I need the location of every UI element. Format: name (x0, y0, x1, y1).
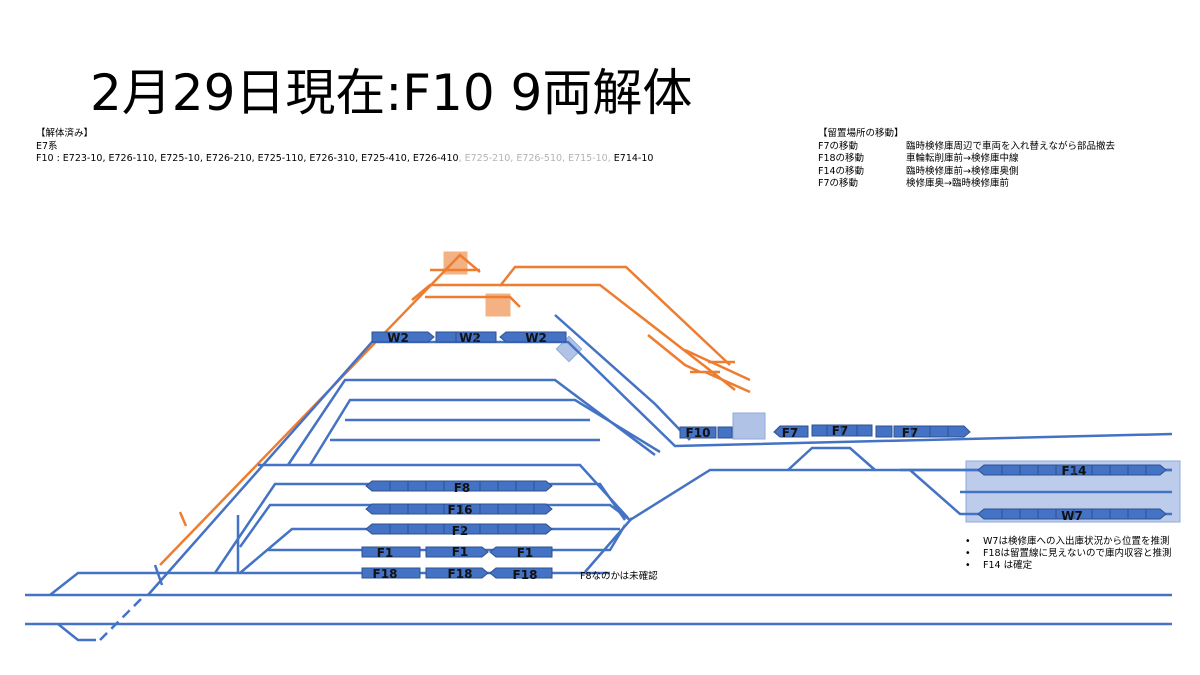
train-label: F10 (686, 426, 711, 440)
scrapped-cars-pending: , E725-210, E726-510, E715-10, (458, 153, 611, 164)
train-label: F1 (517, 546, 534, 560)
orange-highlight-box (485, 293, 511, 317)
train-label: F7 (832, 424, 849, 438)
blue-tracks (25, 314, 1173, 642)
move-desc: 車輪転削庫前→検修庫中線 (906, 153, 1019, 164)
train-label: F18 (513, 568, 538, 582)
move-train: F14の移動 (818, 165, 865, 177)
note-item: •F18は留置線に見えないので庫内収容と推測 (965, 548, 1172, 559)
train-label: F7 (902, 426, 919, 440)
train-f8: F8 (365, 480, 553, 495)
move-item: F14の移動 臨時検修庫前→検修庫奥側 (818, 166, 1115, 179)
train-f2: F2 (365, 523, 553, 538)
note-item: •F14 は確定 (965, 560, 1033, 571)
move-notes: 【留置場所の移動】 F7の移動 臨時検修庫周辺で車両を入れ替えながら部品撤去 F1… (818, 128, 1115, 191)
scrapped-heading: 【解体済み】 (36, 128, 94, 139)
train-label: F7 (782, 426, 799, 440)
train-f10: F10 (679, 426, 733, 440)
assumption-notes: •W7は検修庫への入出庫状況から位置を推測 •F18は留置線に見えないので庫内収… (965, 536, 1172, 572)
train-label: F1 (377, 546, 394, 560)
move-heading: 【留置場所の移動】 (818, 128, 904, 139)
train-f18-b: F18 (425, 567, 489, 581)
move-item: F18の移動 車輪転削庫前→検修庫中線 (818, 153, 1115, 166)
train-label: W7 (1061, 509, 1083, 523)
train-f7-c: F7 (875, 425, 971, 440)
train-label: F18 (448, 567, 473, 581)
note-text: F18は留置線に見えないので庫内収容と推測 (983, 548, 1172, 559)
f8-note: F8なのかは未確認 (580, 570, 658, 582)
train-label: F18 (373, 567, 398, 581)
move-train: F18の移動 (818, 153, 865, 164)
scrapped-car-list: F10 : E723-10, E726-110, E725-10, E726-2… (36, 153, 653, 166)
scrapped-prefix: F10 : (36, 153, 63, 164)
train-label: F2 (452, 524, 469, 538)
move-desc: 臨時検修庫前→検修庫奥側 (906, 165, 1019, 177)
train-f16: F16 (365, 503, 553, 517)
scrapped-series: E7系 (36, 140, 58, 152)
train-f1-a: F1 (361, 546, 421, 560)
train-f18-c: F18 (489, 567, 553, 582)
scrapped-cars-done: E723-10, E726-110, E725-10, E726-210, E7… (62, 153, 459, 164)
note-item: •W7は検修庫への入出庫状況から位置を推測 (965, 536, 1170, 547)
move-item: F7の移動 検修庫奥→臨時検修庫前 (818, 178, 1115, 191)
scrapped-notes: 【解体済み】 E7系 F10 : E723-10, E726-110, E725… (36, 128, 653, 166)
note-text: W7は検修庫への入出庫状況から位置を推測 (983, 536, 1170, 547)
train-label: W2 (387, 331, 409, 345)
train-label: W2 (525, 331, 547, 345)
train-f18-a: F18 (361, 567, 421, 581)
train-label: F1 (452, 545, 469, 559)
move-train: F7の移動 (818, 178, 859, 189)
move-train: F7の移動 (818, 140, 859, 152)
train-w2-a: W2 (371, 331, 435, 345)
orange-tracks (159, 253, 751, 566)
train-label: F16 (448, 503, 473, 517)
train-f1-b: F1 (425, 545, 489, 559)
car-dividers (389, 332, 1147, 534)
train-f1-c: F1 (489, 546, 553, 560)
train-w2-b: W2 (435, 331, 497, 345)
train-w2-c: W2 (499, 331, 567, 345)
train-w7: W7 (977, 508, 1167, 523)
scrapped-cars-last: E714-10 (610, 153, 654, 164)
temp-shed-highlight-box (732, 412, 766, 440)
move-desc: 臨時検修庫周辺で車両を入れ替えながら部品撤去 (906, 140, 1116, 152)
note-text: F14 は確定 (983, 560, 1033, 571)
move-desc: 検修庫奥→臨時検修庫前 (906, 178, 1009, 189)
move-item: F7の移動 臨時検修庫周辺で車両を入れ替えながら部品撤去 (818, 141, 1115, 154)
page-title: 2月29日現在:F10 9両解体 (90, 64, 693, 122)
train-f7-a: F7 (773, 425, 809, 440)
train-label: W2 (459, 331, 481, 345)
